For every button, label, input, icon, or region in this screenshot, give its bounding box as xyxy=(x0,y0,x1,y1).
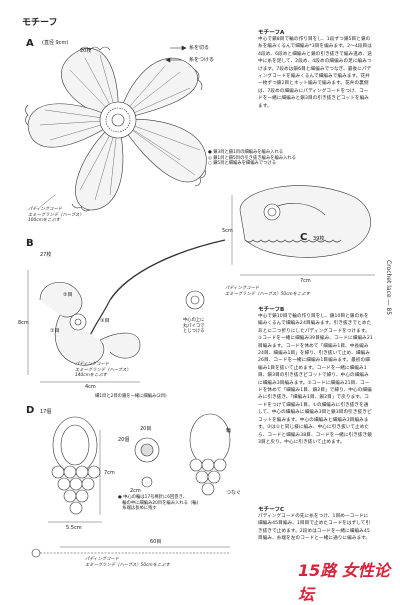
diagram-canvas xyxy=(25,45,375,558)
motif-d-chain-count: 60目 xyxy=(150,539,162,545)
site-logo: 15路 女性论坛 xyxy=(298,561,390,604)
motif-a-letter: A xyxy=(26,38,34,49)
motif-d-note-2: 輪の中に細編み20目を編み入れる（輪) xyxy=(118,500,199,506)
instructions-a-body: 中心で鎖8目で輪の作り目をし、1段ずつ鎖5目と鎖の糸を編みくるんで細編み*3目を… xyxy=(258,37,373,109)
motif-d-bead-count: 20個 xyxy=(118,437,130,443)
page-title: モチーフ xyxy=(22,18,58,28)
motif-b-center-label-3: ③目 xyxy=(100,318,110,324)
instructions-a-head: モチーフA xyxy=(258,30,285,36)
motif-c-spiral xyxy=(231,185,375,276)
motif-a-cord-label: パディングコード エミーグランデ〈ハーブス〉 100cmをこぶす xyxy=(28,207,84,224)
motif-d-letter: D xyxy=(26,405,35,416)
instructions-b-head: モチーフB xyxy=(258,307,285,313)
motif-d-size2: 5.5cm xyxy=(66,525,82,531)
motif-b-center-label-2: ②目 xyxy=(63,292,73,298)
motif-d-note-3: 糸端は長めに残す xyxy=(118,506,157,512)
instructions-c-head: モチーフC xyxy=(258,507,285,513)
side-page-label: Crochet lace — 85 xyxy=(385,260,392,316)
motif-d-cord-label: パディングコード エミーグランデ〈ハーブス〉50cmをこぶす xyxy=(85,557,170,568)
motif-d-chain xyxy=(31,546,230,558)
motif-d-count: 17個 xyxy=(40,409,52,415)
instructions-c-body: パディングコードの先に糸をつけ、1目め一コードに細編み45目編み、1目目で止めた… xyxy=(258,514,371,542)
motif-b-side-note: 中心の上に 丸パイコで とじつける xyxy=(183,318,205,335)
motif-b-cord-label: パディングコード エミーグランデ〈ハーブス〉 140cmをこぶす xyxy=(75,362,131,379)
instructions-c: モチーフC パディングコードの先に糸をつけ、1目め一コードに細編み45目編み、1… xyxy=(258,505,373,543)
motif-b-dim-v: 8cm xyxy=(18,320,29,326)
motif-a-note-3: ○ 鎖5目と細編みを細編みでつける xyxy=(208,161,277,167)
motif-a-note-2: ◎ 鎖1目と鎖5目の引き抜き編みを編み入れる xyxy=(208,155,296,161)
motif-c-cord-label: パディングコード エミーグランデ〈ハーブス〉50cmをこぶす xyxy=(225,286,310,297)
motif-b-count: 27枚 xyxy=(40,252,52,258)
motif-d-label-join: つなぐ xyxy=(226,490,242,496)
motif-a-arrow-join: 糸をつける xyxy=(189,57,215,63)
motif-a-count: 20枚 xyxy=(80,48,92,54)
instructions-b-body: 中心で鎖10目で輪の作り目をし、鎖10目と鎖の糸を編みくるんで細編み24目編みま… xyxy=(258,314,373,445)
motif-d-note-1: ● 中心の輪は17号棒針に6回巻き、 xyxy=(118,495,187,500)
motif-a-arrow-cut: 糸を切る xyxy=(189,45,210,51)
motif-c-dim-h: 7cm xyxy=(300,278,311,284)
motif-d-label-ring: 輪 xyxy=(226,428,232,434)
instructions-a: モチーフA 中心で鎖8目で輪の作り目をし、1段ずつ鎖5目と鎖の糸を編みくるんで細… xyxy=(258,28,373,110)
motif-b-center-label-1: ①目 xyxy=(50,328,60,334)
motif-d-notes: ● 中心の輪は17号棒針に6回巻き、 輪の中に細編み20目を編み入れる（輪) 糸… xyxy=(118,495,238,512)
motif-a-arrows xyxy=(165,45,187,63)
motif-d-grapes xyxy=(48,413,231,523)
motif-b-note: 細1目と2目の鎖を一緒に細編み(2目) xyxy=(95,394,167,399)
motif-a-notes: ● 鎖3目と鎖1目の細編みを編み入れる ◎ 鎖1目と鎖5目の引き抜き編みを編み入… xyxy=(208,150,308,167)
motif-d-size1: 7cm xyxy=(104,470,115,476)
motif-a-note-1: ● 鎖3目と鎖1目の細編みを編み入れる xyxy=(208,150,284,155)
motif-b-swirl xyxy=(27,239,226,383)
instructions-b: モチーフB 中心で鎖10目で輪の作り目をし、鎖10目と鎖の糸を編みくるんで細編み… xyxy=(258,305,373,446)
motif-a-size: (直径 9cm) xyxy=(42,40,69,46)
motif-d-sub-count: 20目 xyxy=(140,426,152,432)
motif-c-dim-v: 5cm xyxy=(222,228,233,234)
motif-c-count: 39枚 xyxy=(313,236,325,242)
motif-b-letter: B xyxy=(26,238,34,249)
motif-b-dim-h: 4cm xyxy=(85,384,96,390)
motif-c-letter: C xyxy=(300,232,308,243)
motif-d-dim-small: 2cm xyxy=(130,488,141,494)
motif-a-flower xyxy=(25,46,207,212)
